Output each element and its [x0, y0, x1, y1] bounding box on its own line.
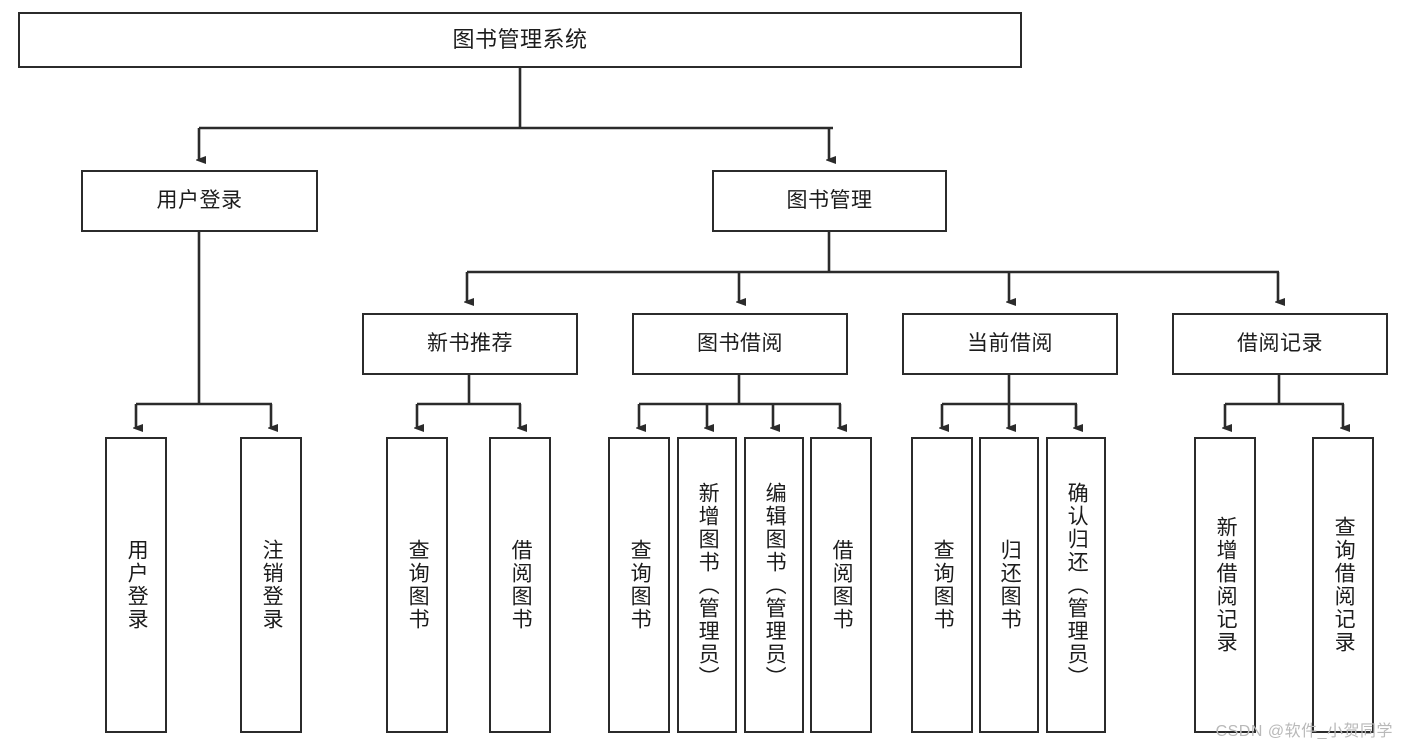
- node-root-system[interactable]: 图书管理系统: [18, 12, 1022, 68]
- leaf-label: 确认归还（管理员）: [1065, 481, 1089, 689]
- node-book-manage[interactable]: 图书管理: [712, 170, 947, 232]
- leaf-confirm-return[interactable]: 确认归还（管理员）: [1046, 437, 1106, 733]
- leaf-label: 查询图书: [628, 539, 652, 631]
- leaf-query-book-3[interactable]: 查询图书: [911, 437, 973, 733]
- leaf-add-book[interactable]: 新增图书（管理员）: [677, 437, 737, 733]
- leaf-user-login[interactable]: 用户登录: [105, 437, 167, 733]
- leaf-label: 查询图书: [931, 539, 955, 631]
- leaf-return-book[interactable]: 归还图书: [979, 437, 1039, 733]
- leaf-label: 查询图书: [406, 539, 430, 631]
- leaf-label: 借阅图书: [830, 539, 854, 631]
- node-book-borrow[interactable]: 图书借阅: [632, 313, 848, 375]
- leaf-borrow-book-1[interactable]: 借阅图书: [489, 437, 551, 733]
- leaf-label: 新增图书（管理员）: [696, 481, 720, 689]
- node-user-login[interactable]: 用户登录: [81, 170, 318, 232]
- node-new-book-recommend[interactable]: 新书推荐: [362, 313, 578, 375]
- leaf-label: 注销登录: [260, 539, 284, 631]
- node-borrow-record[interactable]: 借阅记录: [1172, 313, 1388, 375]
- leaf-add-record[interactable]: 新增借阅记录: [1194, 437, 1256, 733]
- leaf-label: 查询借阅记录: [1332, 516, 1356, 654]
- leaf-label: 用户登录: [125, 539, 149, 631]
- leaf-label: 借阅图书: [509, 539, 533, 631]
- node-current-borrow[interactable]: 当前借阅: [902, 313, 1118, 375]
- leaf-borrow-book-2[interactable]: 借阅图书: [810, 437, 872, 733]
- leaf-label: 新增借阅记录: [1214, 516, 1238, 654]
- leaf-label: 编辑图书（管理员）: [763, 481, 787, 689]
- csdn-watermark: CSDN @软件_小贺同学: [1215, 723, 1393, 740]
- leaf-query-book-2[interactable]: 查询图书: [608, 437, 670, 733]
- leaf-query-book-1[interactable]: 查询图书: [386, 437, 448, 733]
- leaf-logout[interactable]: 注销登录: [240, 437, 302, 733]
- leaf-query-record[interactable]: 查询借阅记录: [1312, 437, 1374, 733]
- leaf-label: 归还图书: [998, 539, 1022, 631]
- leaf-edit-book[interactable]: 编辑图书（管理员）: [744, 437, 804, 733]
